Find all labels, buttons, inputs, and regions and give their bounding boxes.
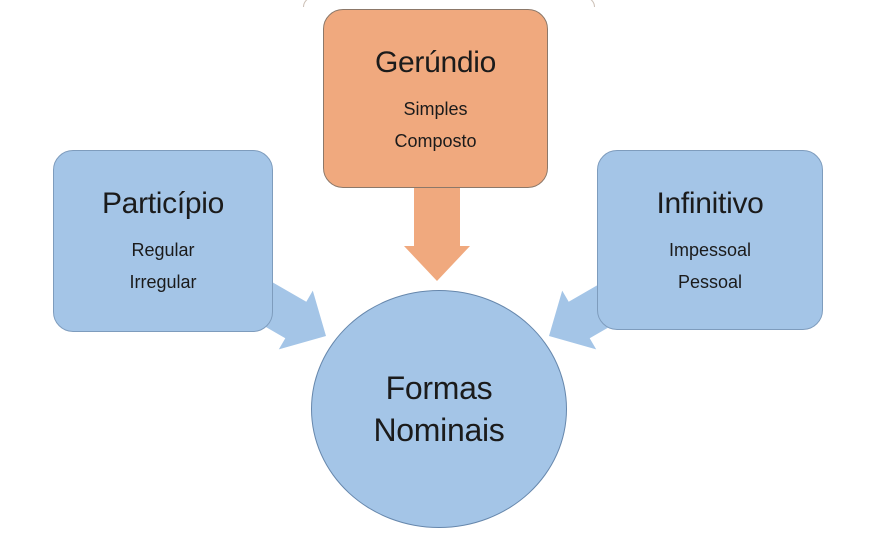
gerundio-arrow-icon — [404, 182, 470, 281]
infinitivo-item-pessoal: Pessoal — [677, 272, 743, 292]
circle-title-line2: Nominais — [373, 412, 505, 448]
gerundio-box: Gerúndio Simples Composto — [323, 9, 548, 188]
infinitivo-box: Infinitivo Impessoal Pessoal — [597, 150, 823, 330]
formas-nominais-circle: Formas Nominais — [311, 290, 567, 528]
gerundio-title: Gerúndio — [374, 46, 496, 79]
participio-item-irregular: Irregular — [129, 272, 197, 292]
gerundio-item-composto: Composto — [394, 131, 477, 151]
top-edge-artifact — [303, 0, 595, 7]
participio-box: Particípio Regular Irregular — [53, 150, 273, 332]
participio-title: Particípio — [101, 187, 225, 220]
participio-item-regular: Regular — [131, 240, 195, 260]
circle-title-line1: Formas — [385, 370, 493, 406]
infinitivo-item-impessoal: Impessoal — [668, 240, 752, 260]
infinitivo-title: Infinitivo — [656, 187, 764, 220]
gerundio-item-simples: Simples — [403, 99, 468, 119]
